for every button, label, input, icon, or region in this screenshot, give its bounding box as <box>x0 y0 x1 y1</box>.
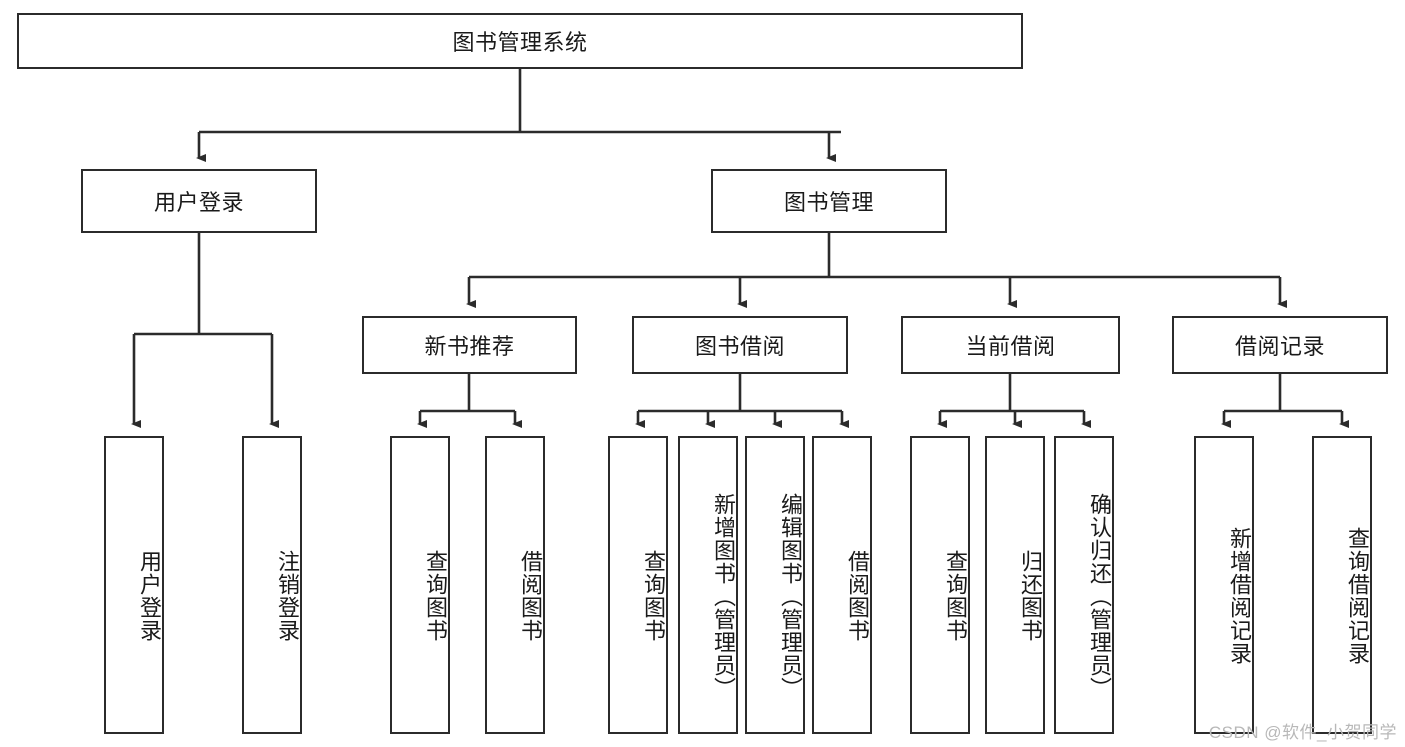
node-borrow-record-label: 借阅记录 <box>1234 334 1325 359</box>
leaf-add-borrow-record[interactable]: 新增借阅记录 <box>1194 436 1254 734</box>
leaf-return-book[interactable]: 归还图书 <box>985 436 1045 734</box>
leaf-query-book-current-label: 查询图书 <box>943 550 968 642</box>
node-user-login[interactable]: 用户登录 <box>81 169 317 233</box>
leaf-query-book-recommend-label: 查询图书 <box>423 550 448 642</box>
node-book-management[interactable]: 图书管理 <box>711 169 947 233</box>
node-root[interactable]: 图书管理系统 <box>17 13 1023 69</box>
leaf-query-book-borrow[interactable]: 查询图书 <box>608 436 668 734</box>
node-new-book-recommend-label: 新书推荐 <box>424 334 515 359</box>
leaf-query-book-borrow-label: 查询图书 <box>641 550 666 642</box>
leaf-borrow-book-label: 借阅图书 <box>845 550 870 642</box>
leaf-add-book-admin[interactable]: 新增图书（管理员） <box>678 436 738 734</box>
leaf-logout[interactable]: 注销登录 <box>242 436 302 734</box>
node-new-book-recommend[interactable]: 新书推荐 <box>362 316 577 374</box>
leaf-query-borrow-record[interactable]: 查询借阅记录 <box>1312 436 1372 734</box>
leaf-confirm-return-admin-label: 确认归还（管理员） <box>1087 492 1112 700</box>
node-book-management-label: 图书管理 <box>783 190 874 215</box>
leaf-user-login[interactable]: 用户登录 <box>104 436 164 734</box>
node-user-login-label: 用户登录 <box>153 190 244 215</box>
leaf-confirm-return-admin[interactable]: 确认归还（管理员） <box>1054 436 1114 734</box>
leaf-add-book-admin-label: 新增图书（管理员） <box>711 492 736 700</box>
leaf-borrow-book[interactable]: 借阅图书 <box>812 436 872 734</box>
node-book-borrow-label: 图书借阅 <box>694 334 785 359</box>
leaf-return-book-label: 归还图书 <box>1018 550 1043 642</box>
leaf-add-borrow-record-label: 新增借阅记录 <box>1227 527 1252 665</box>
leaf-user-login-label: 用户登录 <box>137 550 162 642</box>
leaf-edit-book-admin[interactable]: 编辑图书（管理员） <box>745 436 805 734</box>
leaf-borrow-book-recommend[interactable]: 借阅图书 <box>485 436 545 734</box>
leaf-logout-label: 注销登录 <box>275 550 300 642</box>
node-root-label: 图书管理系统 <box>452 30 588 55</box>
leaf-query-book-recommend[interactable]: 查询图书 <box>390 436 450 734</box>
leaf-edit-book-admin-label: 编辑图书（管理员） <box>778 492 803 700</box>
node-current-borrow-label: 当前借阅 <box>965 334 1056 359</box>
node-current-borrow[interactable]: 当前借阅 <box>901 316 1120 374</box>
csdn-watermark: CSDN @软件_小贺同学 <box>1208 723 1397 742</box>
leaf-query-book-current[interactable]: 查询图书 <box>910 436 970 734</box>
node-book-borrow[interactable]: 图书借阅 <box>632 316 848 374</box>
node-borrow-record[interactable]: 借阅记录 <box>1172 316 1388 374</box>
leaf-query-borrow-record-label: 查询借阅记录 <box>1345 527 1370 665</box>
leaf-borrow-book-recommend-label: 借阅图书 <box>518 550 543 642</box>
